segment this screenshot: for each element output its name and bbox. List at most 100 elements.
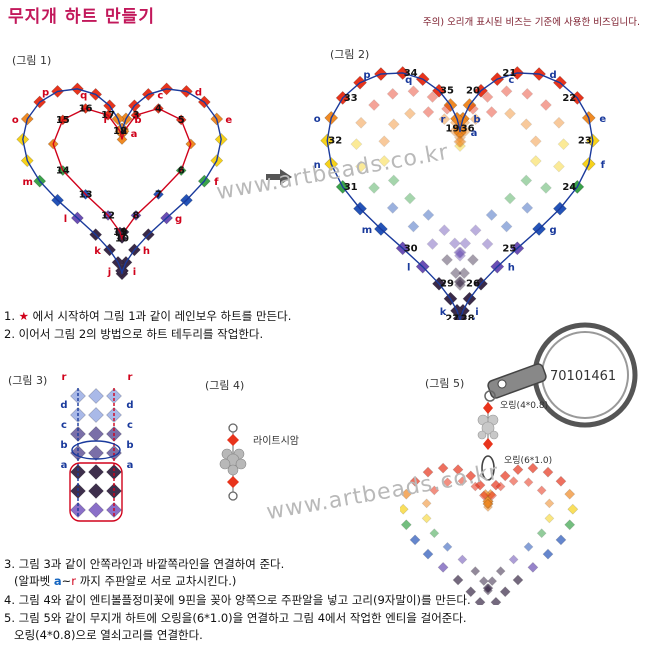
fig3-bead bbox=[88, 464, 104, 480]
fig2-inner-bead bbox=[459, 125, 472, 137]
fig2-inner-bead bbox=[438, 113, 451, 126]
diagram-label: l bbox=[64, 214, 67, 225]
fig5-bead bbox=[490, 596, 502, 605]
diagram-label: b bbox=[134, 115, 141, 126]
fig2-inner-bead bbox=[378, 135, 391, 148]
diagram-label: 14 bbox=[56, 166, 70, 177]
diagram-label: p bbox=[42, 87, 49, 98]
diagram-label: 18 bbox=[113, 126, 127, 137]
fig2-inner-bead bbox=[504, 107, 516, 120]
fig5-bead bbox=[567, 503, 579, 515]
fig5-bead bbox=[487, 490, 498, 501]
fig2-inner-bead bbox=[441, 254, 453, 266]
diagram-label: 25 bbox=[502, 243, 516, 254]
fig2-bead bbox=[452, 311, 467, 320]
fig2-inner-bead bbox=[469, 224, 482, 237]
diagram-label: h bbox=[508, 263, 515, 274]
step-3: 3. 그림 3과 같이 안쪽라인과 바깥쪽라인을 연결하여 준다. bbox=[4, 557, 285, 571]
diagram-label: 10 bbox=[115, 234, 129, 245]
diagram-label: c bbox=[61, 420, 67, 431]
fig2-inner-bead bbox=[404, 107, 416, 120]
fig2-inner-bead bbox=[553, 160, 565, 173]
fig5-bead bbox=[527, 561, 539, 573]
diagram-label: 26 bbox=[466, 279, 480, 290]
fig5-bead bbox=[523, 541, 534, 552]
fig4-label: (그림 4) bbox=[205, 379, 245, 392]
fig2-inner-bead bbox=[481, 238, 494, 250]
fig5-bead bbox=[421, 513, 432, 524]
fig5-bead bbox=[457, 554, 468, 565]
fig2-beads bbox=[320, 66, 600, 320]
diagram-label: m bbox=[362, 225, 372, 236]
fig5-bead bbox=[512, 574, 524, 586]
fig2-inner-bead bbox=[469, 113, 482, 126]
diagram-label: 28 bbox=[461, 314, 475, 320]
fig2-inner-bead bbox=[453, 127, 466, 140]
fig5-bead bbox=[536, 485, 547, 496]
fig5-bead bbox=[478, 490, 489, 501]
fig2-inner-bead bbox=[448, 237, 461, 250]
step-4: 4. 그림 4와 같이 엔티볼플정미꽃에 9핀을 꽂아 양쪽으로 주판알을 넣고… bbox=[4, 593, 471, 607]
diagram-label: a bbox=[131, 129, 138, 140]
diagram-label: 3 bbox=[132, 110, 139, 121]
diagram-label: d bbox=[60, 400, 67, 411]
diagram-label: 27 bbox=[445, 314, 459, 320]
fig2-inner-bead bbox=[454, 135, 467, 148]
diagram-label: 29 bbox=[440, 279, 454, 290]
fig5-bead bbox=[523, 477, 534, 488]
diagram-label: 9 bbox=[121, 227, 128, 238]
fig2-inner-bead bbox=[407, 85, 420, 98]
diagram-label: 6 bbox=[178, 166, 185, 177]
fig2-label: (그림 2) bbox=[330, 48, 370, 61]
fig2-inner-bead bbox=[521, 201, 534, 214]
fig2-inner-bead bbox=[458, 267, 471, 280]
diagram-label: k bbox=[440, 307, 447, 318]
diagram-label: 20 bbox=[466, 86, 480, 97]
fig2-inner-bead bbox=[355, 116, 367, 129]
diagram-label: e bbox=[225, 115, 232, 126]
diagram-label: 23 bbox=[578, 136, 592, 147]
diagram-label: i bbox=[475, 307, 478, 318]
diagram-label: 4 bbox=[155, 103, 162, 114]
fig5-bead bbox=[470, 566, 481, 577]
fig5-bead bbox=[429, 485, 440, 496]
diagram-label: m bbox=[22, 177, 32, 188]
fig2-inner-bead bbox=[407, 220, 420, 233]
fig5-bead bbox=[508, 554, 519, 565]
fig2-inner-bead bbox=[387, 118, 400, 131]
fig5-bead bbox=[457, 476, 468, 487]
fig5-bead bbox=[437, 462, 449, 474]
diagram-label: n bbox=[314, 160, 321, 171]
diagram-label: 15 bbox=[56, 115, 70, 126]
diagram-label: 35 bbox=[440, 86, 454, 97]
fig5-heart-beads bbox=[400, 462, 579, 605]
fig3-bead bbox=[88, 502, 104, 518]
fig2-inner-bead bbox=[454, 279, 466, 291]
diagram-label: l bbox=[407, 263, 410, 274]
fig5-bead bbox=[527, 462, 539, 474]
fig2-inner-bead bbox=[520, 118, 533, 131]
diagram-label: r bbox=[128, 372, 133, 383]
fig5-bead bbox=[495, 566, 506, 577]
fig2-inner-bead bbox=[467, 254, 479, 266]
fig2-inner-bead bbox=[504, 192, 516, 205]
fig5-bead bbox=[482, 583, 493, 593]
fig2-inner-bead bbox=[368, 99, 380, 111]
fig2-inner-bead bbox=[540, 181, 552, 194]
fig3-bead bbox=[88, 426, 104, 442]
page-title: 무지개 하트 만들기 bbox=[8, 7, 155, 27]
fig2-inner-bead bbox=[520, 174, 533, 187]
diagram-label: 16 bbox=[79, 103, 93, 114]
fig4-bead-label: 라이트시암 bbox=[253, 435, 299, 447]
fig2-inner-bead bbox=[481, 91, 494, 103]
fig5-bead bbox=[400, 488, 412, 500]
fig5-diagram: 70101461 오링(4*0.8) 오링(6*1.0) bbox=[400, 322, 638, 605]
fig2-inner-bead bbox=[453, 246, 466, 259]
diagram-label: g bbox=[175, 214, 182, 225]
diagram-label: d bbox=[549, 70, 556, 81]
fig2-inner-bead bbox=[422, 209, 435, 221]
fig2-inner-bead bbox=[529, 155, 542, 167]
